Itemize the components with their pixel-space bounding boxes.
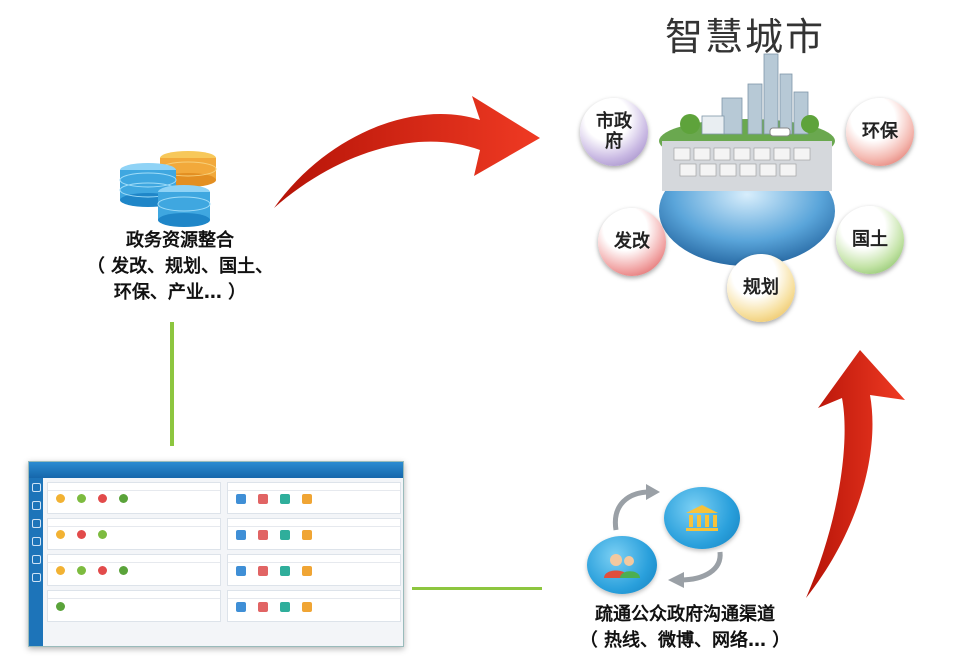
platform-sidebar-icon [29,550,43,568]
resource-integration-line-3: 环保、产业… ） [113,282,247,303]
dept-land-resources: 国土 [836,206,904,274]
dept-planning-label: 规划 [743,277,779,299]
smart-city-globe-image [659,53,835,266]
resource-integration-line-2: （ 发改、规划、国土、 [86,256,274,277]
smart-city-title: 智慧城市 [664,15,825,59]
platform-header-bar [29,462,403,478]
database-stack-icon [119,151,217,227]
resource-integration-label: 政务资源整合 （ 发改、规划、国土、 环保、产业… ） [60,228,300,306]
platform-panel [47,482,221,514]
platform-sidebar-icon [29,568,43,586]
resource-integration-line-1: 政务资源整合 [126,230,234,251]
platform-sidebar-icon [29,496,43,514]
platform-panel [227,590,401,622]
dept-municipal-government: 市政 府 [580,98,648,166]
public-channels-line-2: （ 热线、微博、网络… ） [579,630,791,651]
connector-vertical [170,322,174,446]
platform-panel [47,554,221,586]
platform-content [47,482,401,644]
public-users-icon [587,536,657,594]
public-channels-label: 疏通公众政府沟通渠道 （ 热线、微博、网络… ） [530,602,840,654]
platform-panel [227,554,401,586]
dept-environmental-protection-label: 环保 [862,121,898,143]
government-building-icon [664,487,740,549]
arrow-up-to-smart-city [806,350,905,598]
platform-panel [227,482,401,514]
platform-panel [47,518,221,550]
platform-screenshot-thumbnail [28,461,404,647]
public-channels-line-1: 疏通公众政府沟通渠道 [595,604,775,625]
dept-municipal-government-label: 市政 府 [596,111,632,152]
arrow-to-smart-city [274,96,540,208]
cycle-arrow-top [612,489,651,531]
platform-sidebar-icon [29,514,43,532]
dept-planning: 规划 [727,254,795,322]
platform-sidebar-icon [29,478,43,496]
dept-development-reform: 发改 [598,208,666,276]
dept-land-resources-label: 国土 [852,229,888,251]
dept-development-reform-label: 发改 [614,231,650,253]
cycle-arrow-bottom [679,551,723,583]
platform-sidebar [29,478,43,646]
connector-horizontal [412,587,542,590]
platform-sidebar-icon [29,532,43,550]
platform-panel [227,518,401,550]
platform-panel [47,590,221,622]
dept-environmental-protection: 环保 [846,98,914,166]
